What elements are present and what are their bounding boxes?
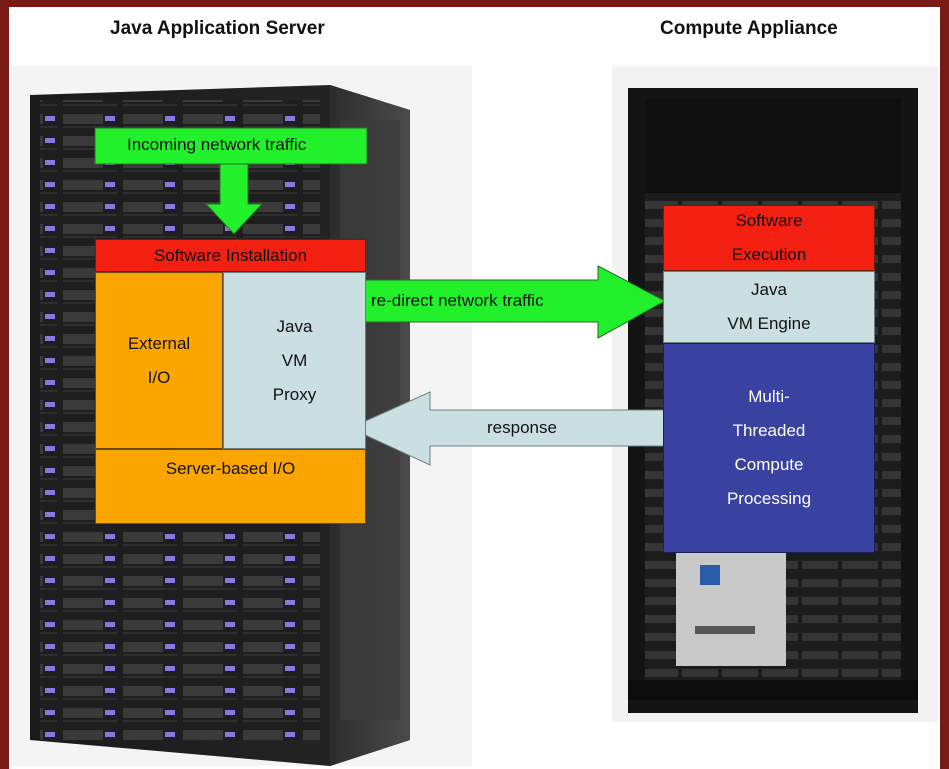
- incoming-traffic-label: Incoming network traffic: [127, 135, 307, 154]
- external-io-box: External I/O: [95, 272, 223, 449]
- java-vm-engine-box: Java VM Engine: [663, 271, 875, 343]
- processing-line-2: Threaded: [732, 421, 806, 440]
- software-execution-box: Software Execution: [663, 205, 875, 271]
- software-execution-line-2: Execution: [731, 245, 807, 264]
- processing-line-4: Processing: [726, 489, 812, 508]
- java-vm-proxy-line-2: VM: [281, 350, 308, 370]
- redirect-label: re-direct network traffic: [371, 291, 544, 310]
- response-arrow: [348, 391, 670, 466]
- incoming-traffic-arrow: [94, 127, 368, 235]
- frame-left-border: [0, 0, 9, 769]
- software-installation-label: Software Installation: [153, 245, 308, 265]
- response-label: response: [487, 418, 557, 437]
- java-vm-engine-line-1: Java: [751, 280, 787, 299]
- compute-processing-box: Multi- Threaded Compute Processing: [663, 343, 875, 553]
- processing-line-1: Multi-: [748, 387, 790, 406]
- redirect-arrow: [355, 265, 667, 339]
- heading-compute-appliance: Compute Appliance: [660, 18, 838, 39]
- java-vm-proxy-box: Java VM Proxy: [223, 272, 366, 449]
- frame-right-border: [940, 0, 949, 769]
- java-vm-engine-line-2: VM Engine: [727, 314, 811, 333]
- frame-top-border: [0, 0, 949, 7]
- server-based-io-box: Server-based I/O: [95, 449, 366, 524]
- java-vm-proxy-line-3: Proxy: [272, 384, 317, 404]
- processing-line-3: Compute: [734, 455, 804, 474]
- external-io-line-1: External: [127, 333, 191, 353]
- external-io-line-2: I/O: [147, 367, 171, 387]
- heading-java-application-server: Java Application Server: [110, 18, 325, 39]
- java-vm-proxy-line-1: Java: [276, 316, 313, 336]
- software-installation-box: Software Installation: [95, 239, 366, 272]
- software-execution-line-1: Software: [735, 211, 803, 230]
- server-based-io-label: Server-based I/O: [165, 459, 296, 478]
